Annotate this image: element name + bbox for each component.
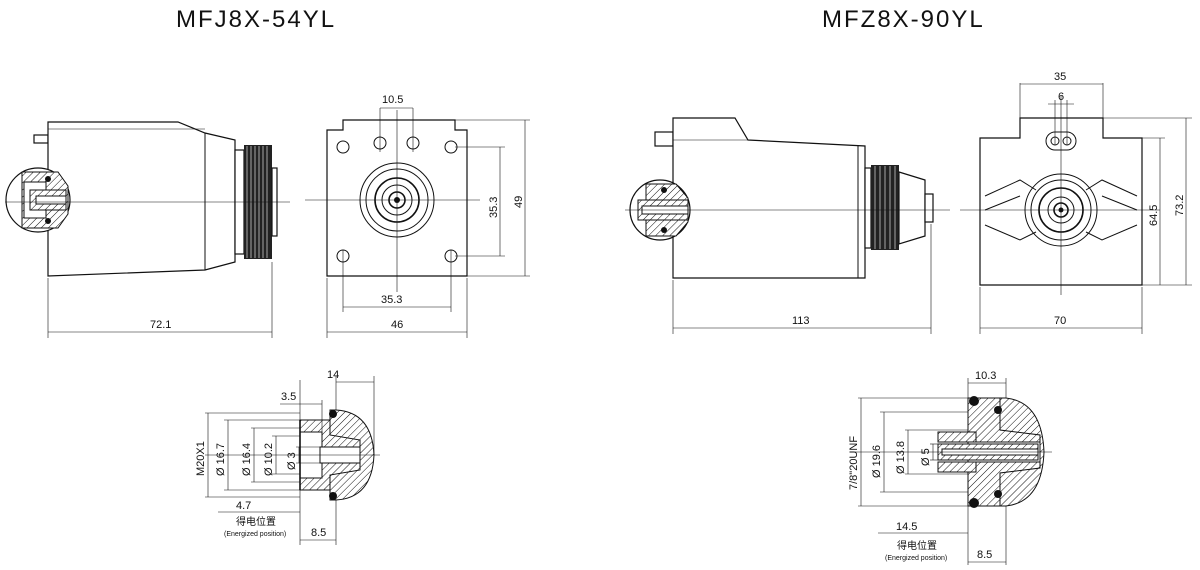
left-height-dimension: 49 (513, 196, 525, 208)
right-diameter-1: Ø 19.6 (871, 445, 883, 478)
left-top-width-dimension: 14 (327, 369, 339, 381)
left-stroke-dimension: 8.5 (311, 527, 326, 539)
right-offset-dimension: 14.5 (896, 521, 917, 533)
left-model-title: MFJ8X-54YL (176, 6, 336, 33)
left-hole-spacing-top: 10.5 (382, 94, 403, 106)
left-width-dimension: 46 (391, 319, 403, 331)
right-top-width-dimension: 35 (1054, 71, 1066, 83)
left-thread-label: M20X1 (195, 441, 207, 476)
right-side-view: 113 (625, 117, 950, 334)
left-section-detail: M20X1 Ø 16.7 Ø 16.4 Ø 10.2 Ø 3 14 3.5 4.… (195, 369, 380, 545)
right-top-width-dimension: 10.3 (975, 370, 996, 382)
right-width-dimension: 70 (1054, 315, 1066, 327)
left-energized-en: (Energized position) (224, 531, 286, 538)
right-energized-cn: 得电位置 (897, 539, 937, 552)
right-model-title: MFZ8X-90YL (822, 6, 985, 33)
right-section-detail: 7/8"20UNF Ø 19.6 Ø 13.8 Ø 5 10.3 14.5 得电… (848, 370, 1052, 565)
right-inner-height-dimension: 64.5 (1148, 205, 1160, 226)
left-diameter-1: Ø 16.7 (215, 443, 227, 476)
right-thread-label: 7/8"20UNF (848, 436, 860, 490)
right-pin-spacing-dimension: 6 (1058, 91, 1064, 103)
right-front-view: 35 6 70 64.5 73.2 (960, 71, 1192, 334)
right-energized-en: (Energized position) (885, 555, 947, 562)
left-front-view: 10.5 35.3 46 35.3 49 (305, 94, 530, 338)
left-diameter-2: Ø 16.4 (241, 443, 253, 476)
left-diameter-4: Ø 3 (286, 452, 298, 470)
left-diameter-3: Ø 10.2 (263, 443, 275, 476)
left-hole-spacing-bottom: 35.3 (381, 294, 402, 306)
left-lip-dimension: 3.5 (281, 391, 296, 403)
right-diameter-2: Ø 13.8 (895, 441, 907, 474)
left-length-dimension: 72.1 (150, 319, 171, 331)
left-energized-cn: 得电位置 (236, 515, 276, 528)
right-stroke-dimension: 8.5 (977, 549, 992, 561)
left-side-view: 72.1 (5, 121, 290, 338)
left-hole-spacing-vertical: 35.3 (488, 197, 500, 218)
right-height-dimension: 73.2 (1174, 195, 1186, 216)
right-length-dimension: 113 (792, 315, 810, 327)
right-diameter-3: Ø 5 (920, 448, 932, 466)
left-offset-dimension: 4.7 (236, 500, 251, 512)
